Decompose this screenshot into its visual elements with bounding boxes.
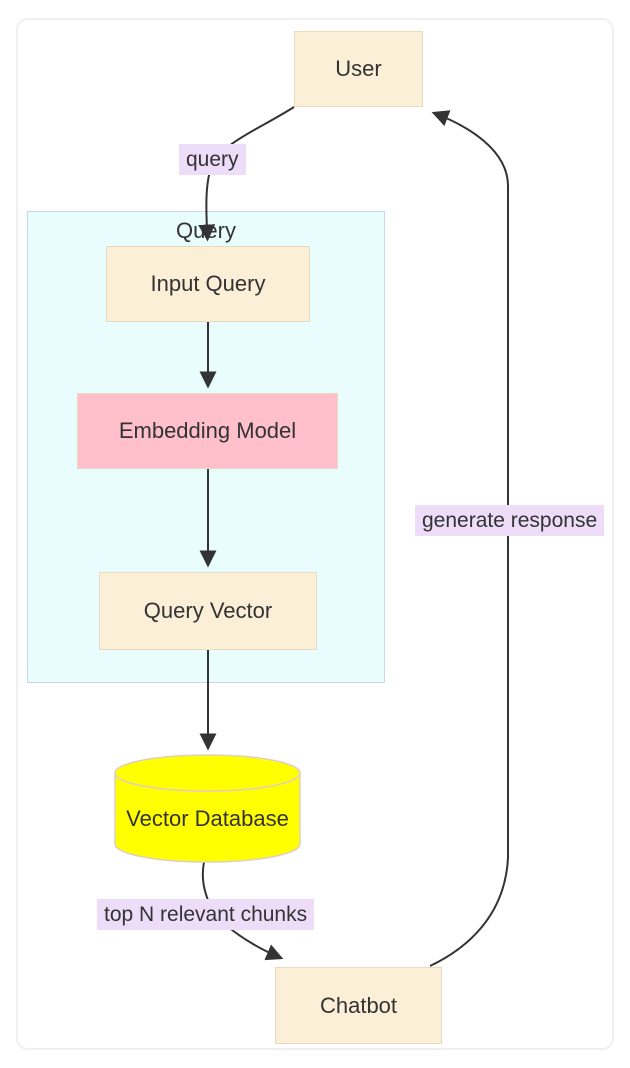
node-vector-database-label: Vector Database [126,806,289,831]
node-query-vector: Query Vector [99,572,317,650]
node-embedding-model: Embedding Model [77,393,338,469]
node-embedding-model-label: Embedding Model [118,418,297,443]
node-input-query: Input Query [106,246,310,322]
node-user: User [294,31,423,107]
node-chatbot-label: Chatbot [319,992,398,1018]
node-query-vector-label: Query Vector [143,598,273,623]
node-chatbot: Chatbot [275,967,442,1044]
edge-chatbot-to-user [429,110,509,967]
node-input-query-label: Input Query [150,271,266,296]
edge-label-top-n-relevant-chunks: top N relevant chunks [97,899,315,931]
vector-database-cylinder [114,754,301,863]
edge-label-generate-response: generate response [415,505,605,537]
node-user-label: User [335,56,382,81]
edge-label-query: query [179,144,246,176]
